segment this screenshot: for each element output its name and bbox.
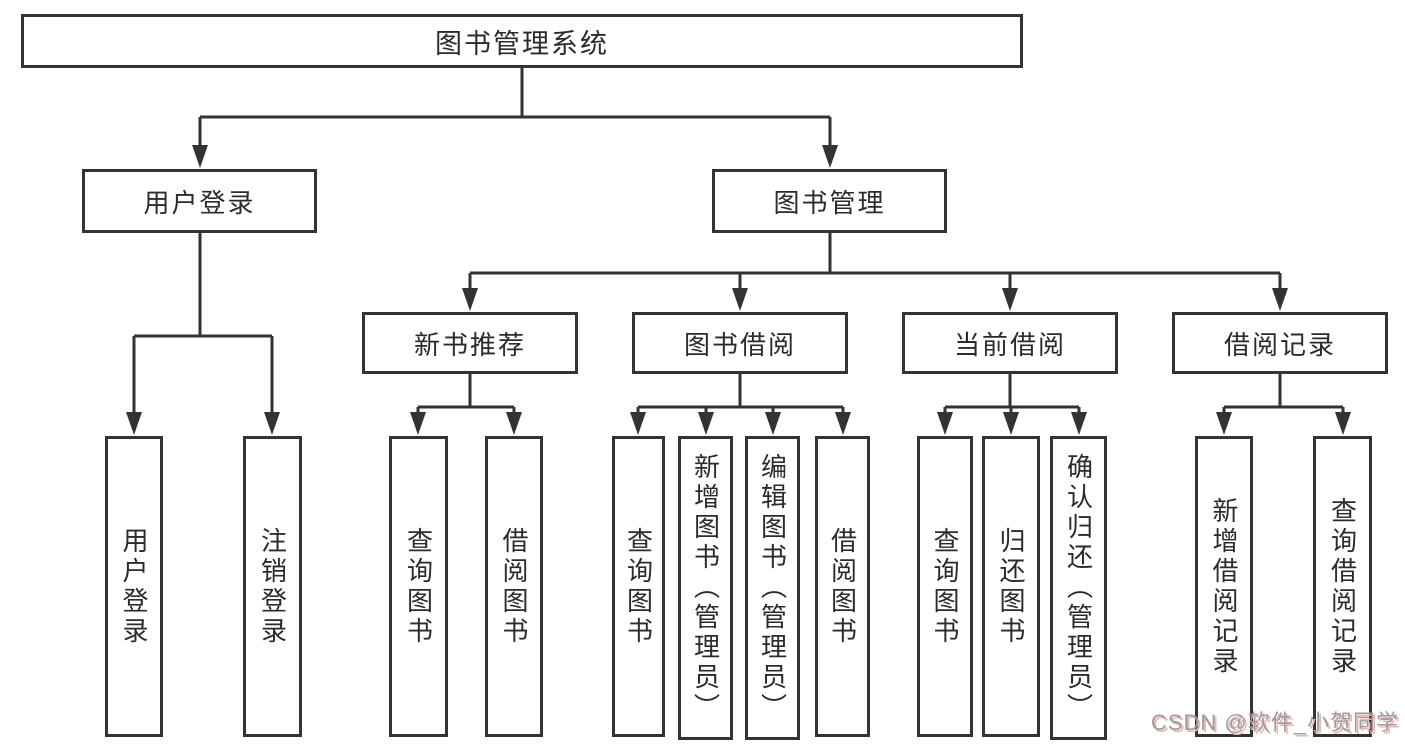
connector-line [416, 374, 516, 414]
arrowhead-icon [630, 412, 646, 435]
arrowhead-icon [506, 412, 522, 435]
leaf-user-login: 用户登录 [105, 436, 163, 737]
node-borrow-records: 借阅记录 [1172, 312, 1388, 374]
node-label: 用户登录 [119, 526, 149, 647]
node-new-book-recommend: 新书推荐 [362, 312, 578, 374]
arrowhead-icon [410, 412, 426, 435]
node-label: 借阅图书 [827, 526, 858, 647]
leaf-search-borrow-record: 查询借阅记录 [1313, 436, 1372, 737]
connector-line [943, 374, 1081, 414]
node-label: 借阅图书 [499, 526, 529, 647]
arrowhead-icon [822, 145, 838, 168]
leaf-edit-books-admin: 编辑图书（管理员） [745, 436, 800, 740]
node-label: 查询图书 [623, 526, 654, 647]
connector-line [636, 374, 845, 414]
node-label: 用户登录 [143, 187, 256, 218]
arrowhead-icon [835, 412, 851, 435]
connector-line [132, 233, 274, 414]
arrowhead-icon [462, 288, 478, 311]
arrowhead-icon [1003, 412, 1019, 435]
arrowhead-icon [1216, 412, 1232, 435]
leaf-borrow-books-recommend: 借阅图书 [485, 436, 543, 737]
arrowhead-icon [937, 412, 953, 435]
node-user-login: 用户登录 [82, 169, 317, 233]
node-label: 新增借阅记录 [1209, 496, 1239, 677]
node-label: 确认归还（管理员） [1063, 453, 1094, 723]
leaf-borrow-books: 借阅图书 [815, 436, 870, 737]
node-label: 注销登录 [257, 526, 288, 647]
node-book-borrow: 图书借阅 [632, 312, 848, 374]
node-label: 当前借阅 [953, 329, 1066, 360]
connector-line [468, 233, 1282, 292]
node-book-management: 图书管理 [712, 169, 947, 233]
node-label: 借阅记录 [1223, 329, 1336, 360]
arrowhead-icon [765, 412, 781, 435]
arrowhead-icon [1335, 412, 1351, 435]
leaf-search-books-current: 查询图书 [917, 436, 973, 737]
arrowhead-icon [192, 145, 208, 168]
arrowhead-icon [1272, 288, 1288, 311]
connector-line [1222, 374, 1345, 414]
node-label: 图书借阅 [683, 329, 796, 360]
node-label: 编辑图书（管理员） [757, 453, 788, 723]
node-label: 新书推荐 [413, 329, 526, 360]
node-label: 查询图书 [930, 526, 960, 647]
leaf-search-books-borrow: 查询图书 [612, 436, 665, 737]
leaf-return-books: 归还图书 [982, 436, 1040, 737]
leaf-confirm-return-admin: 确认归还（管理员） [1050, 436, 1107, 740]
node-label: 新增图书（管理员） [690, 453, 721, 723]
node-label: 图书管理系统 [435, 28, 609, 59]
connector-line [198, 68, 832, 150]
leaf-search-books-recommend: 查询图书 [389, 436, 448, 737]
node-library-management-system: 图书管理系统 [21, 14, 1023, 68]
node-label: 查询图书 [403, 526, 434, 647]
node-label: 图书管理 [773, 187, 886, 218]
arrowhead-icon [1002, 288, 1018, 311]
node-current-borrow: 当前借阅 [902, 312, 1118, 374]
leaf-logout: 注销登录 [243, 436, 302, 737]
watermark: CSDN @软件_小贺同学 [1150, 710, 1399, 735]
node-label: 查询借阅记录 [1327, 496, 1358, 677]
arrowhead-icon [698, 412, 714, 435]
arrowhead-icon [732, 288, 748, 311]
leaf-add-borrow-record: 新增借阅记录 [1195, 436, 1253, 737]
arrowhead-icon [264, 412, 280, 435]
node-label: 归还图书 [996, 526, 1026, 647]
arrowhead-icon [1071, 412, 1087, 435]
leaf-add-books-admin: 新增图书（管理员） [678, 436, 733, 740]
arrowhead-icon [126, 412, 142, 435]
